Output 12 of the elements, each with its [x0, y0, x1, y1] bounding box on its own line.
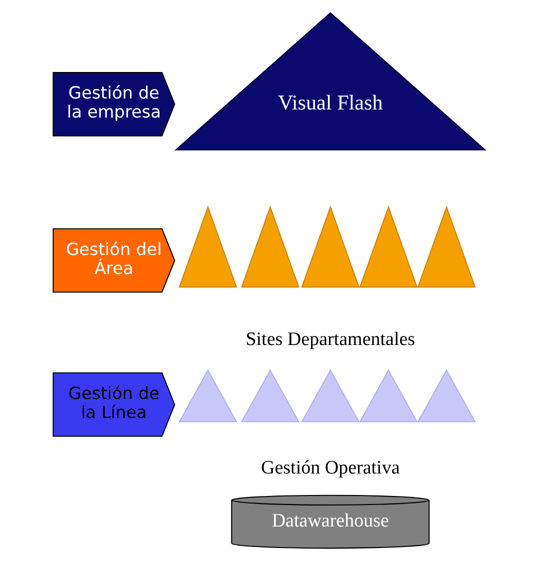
node-triangle — [178, 206, 238, 288]
node-triangle — [417, 206, 476, 288]
node-text: Sites Departamentales — [246, 328, 416, 350]
node-triangle — [300, 369, 360, 422]
node-triangle — [417, 369, 476, 422]
node-triangle — [178, 369, 238, 422]
node-text: Gestión Operativa — [261, 458, 400, 479]
node-triangle — [240, 369, 300, 422]
node-triangle — [301, 206, 360, 288]
node-triangle — [359, 206, 418, 288]
node-triangle — [240, 206, 300, 288]
node-triangle — [359, 369, 418, 422]
